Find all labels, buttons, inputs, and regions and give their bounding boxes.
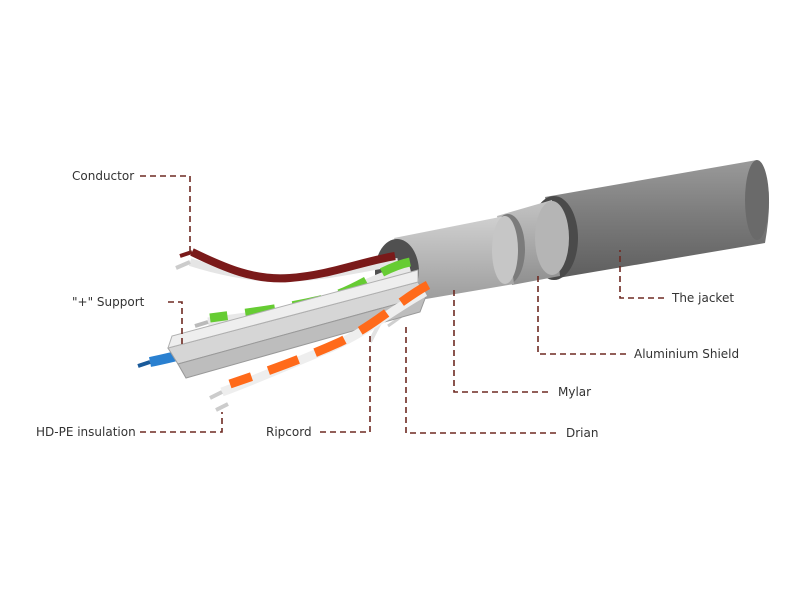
- label-mylar: Mylar: [558, 385, 591, 399]
- leader-conductor: [140, 175, 191, 256]
- leader-insulation: [140, 412, 223, 433]
- label-support: "+" Support: [72, 295, 145, 309]
- leader-jacket: [619, 250, 664, 299]
- callout-labels: Conductor "+" Support HD-PE insulation R…: [36, 169, 739, 440]
- leader-lines: [140, 175, 664, 434]
- orange-pair: [209, 281, 431, 412]
- leader-mylar: [453, 288, 548, 393]
- label-conductor: Conductor: [72, 169, 134, 183]
- label-ripcord: Ripcord: [266, 425, 312, 439]
- leader-support: [168, 301, 183, 344]
- leader-shield: [537, 274, 626, 355]
- label-jacket: The jacket: [671, 291, 734, 305]
- label-shield: Aluminium Shield: [634, 347, 739, 361]
- leader-drain: [405, 323, 556, 434]
- label-drain: Drian: [566, 426, 598, 440]
- brown-pair: [175, 248, 399, 283]
- leader-ripcord: [320, 336, 371, 433]
- label-insulation: HD-PE insulation: [36, 425, 136, 439]
- plus-support-spline: [167, 269, 427, 379]
